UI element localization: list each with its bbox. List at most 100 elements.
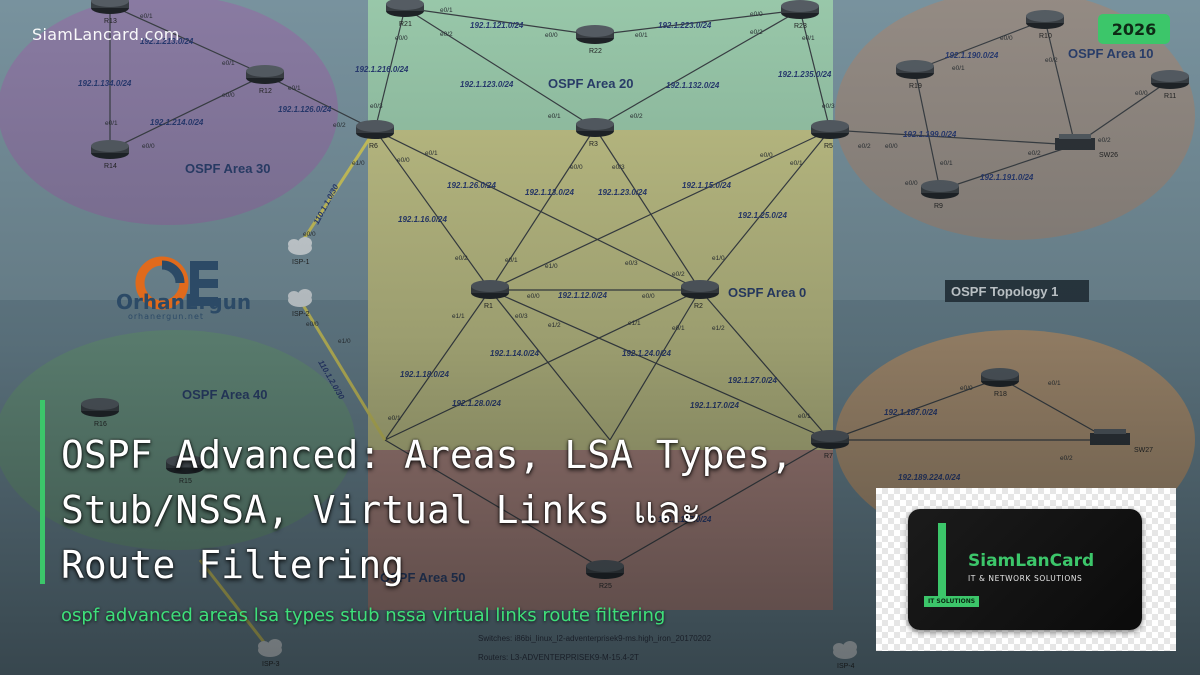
interface-label: e0/0 <box>885 143 898 150</box>
subnet-label: 192.1.16.0/24 <box>398 215 447 224</box>
interface-label: e1/0 <box>545 263 558 270</box>
interface-label: e0/0 <box>395 35 408 42</box>
interface-label: e1/0 <box>712 255 725 262</box>
subnet-label: 192.1.199.0/24 <box>903 130 957 139</box>
subnet-label: 192.1.190.0/24 <box>945 51 999 60</box>
router-icon-top <box>576 118 614 130</box>
cloud-label: ISP-4 <box>837 663 855 670</box>
interface-label: e0/0 <box>1135 90 1148 97</box>
router-icon-top <box>356 120 394 132</box>
interface-label: e0/0 <box>142 143 155 150</box>
switch-image-note: Switches: i86bi_linux_l2-adventerprisek9… <box>478 634 712 643</box>
subnet-label: 192.1.27.0/24 <box>728 376 777 385</box>
interface-label: e0/2 <box>750 29 763 36</box>
router-icon-top <box>896 60 934 72</box>
cloud-icon-puff <box>298 237 312 249</box>
cloud-icon-puff <box>843 641 857 653</box>
cloud-isp-2: ISP-2 <box>288 289 312 318</box>
subnet-label: 192.1.123.0/24 <box>460 80 514 89</box>
topology-label: OSPF Topology 1 <box>951 284 1058 299</box>
cloud-isp-3: ISP-3 <box>258 639 282 668</box>
router-icon-top <box>81 398 119 410</box>
logo-e-top <box>190 261 218 270</box>
subnet-label: 192.1.24.0/24 <box>622 349 671 358</box>
subnet-label: 192.1.15.0/24 <box>682 181 731 190</box>
subnet-label: 192.1.25.0/24 <box>738 211 787 220</box>
cloud-icon-puff <box>298 289 312 301</box>
subnet-label: 192.1.26.0/24 <box>447 181 496 190</box>
interface-label: e0/0 <box>960 385 973 392</box>
subnet-label: 192.1.12.0/24 <box>558 291 607 300</box>
router-label: R19 <box>909 83 922 90</box>
card-tagline: IT & NETWORK SOLUTIONS <box>968 574 1083 583</box>
interface-label: e1/1 <box>628 320 641 327</box>
cloud-label: ISP-2 <box>292 311 310 318</box>
router-label: R11 <box>1164 93 1176 100</box>
interface-label: e0/1 <box>548 113 561 120</box>
interface-label: e0/3 <box>370 103 383 110</box>
router-icon-top <box>1026 10 1064 22</box>
subnet-label: 192.1.132.0/24 <box>666 81 720 90</box>
cloud-isp-4: ISP-4 <box>833 641 857 670</box>
card-accent-bar <box>938 523 946 601</box>
subnet-label: 192.1.23.0/24 <box>598 188 647 197</box>
router-label: R14 <box>104 163 117 170</box>
switch-icon <box>1090 433 1130 445</box>
subnet-label: 192.1.14.0/24 <box>490 349 539 358</box>
interface-label: e0/1 <box>952 65 965 72</box>
orhan-ergun-wordmark: OrhanErgun <box>116 290 252 314</box>
router-icon-top <box>921 180 959 192</box>
area20-region <box>368 0 833 130</box>
router-label: R3 <box>589 141 598 148</box>
interface-label: e0/2 <box>630 113 643 120</box>
interface-label: e0/1 <box>790 160 803 167</box>
router-icon-top <box>471 280 509 292</box>
orhan-ergun-logo <box>135 256 218 310</box>
interface-label: e0/2 <box>455 255 468 262</box>
subnet-label: 192.1.18.0/24 <box>400 370 449 379</box>
interface-label: e0/1 <box>802 35 815 42</box>
router-icon-top <box>681 280 719 292</box>
logo-o-accent <box>161 260 185 284</box>
interface-label: e0/2 <box>858 143 871 150</box>
cloud-label: ISP-3 <box>262 661 280 668</box>
router-icon-top <box>1151 70 1189 82</box>
subnet-label: 192.1.216.0/24 <box>355 65 409 74</box>
year-badge: 2026 <box>1098 14 1170 44</box>
interface-label: e0/0 <box>750 11 763 18</box>
router-label: R18 <box>994 391 1007 398</box>
interface-label: e0/3 <box>822 103 835 110</box>
title-line: Stub/NSSA, Virtual Links และ <box>61 488 702 532</box>
subnet-label: 192.1.121.0/24 <box>470 21 524 30</box>
title-line: Route Filtering <box>61 543 405 587</box>
interface-label: e0/0 <box>1000 35 1013 42</box>
interface-label: e0/2 <box>1098 137 1111 144</box>
cloud-label: ISP-1 <box>292 259 310 266</box>
switch-label: SW27 <box>1134 447 1153 454</box>
subnet-label: 192.1.28.0/24 <box>452 399 501 408</box>
router-icon-top <box>781 0 819 12</box>
switch-icon-top <box>1059 134 1091 139</box>
brand-card: IT SOLUTIONS SiamLanCard IT & NETWORK SO… <box>908 509 1142 630</box>
interface-label: e0/1 <box>798 413 811 420</box>
router-label: R23 <box>794 23 807 30</box>
interface-label: e0/3 <box>625 260 638 267</box>
brand-card-frame: IT SOLUTIONS SiamLanCard IT & NETWORK SO… <box>876 488 1176 651</box>
switch-label: SW26 <box>1099 152 1118 159</box>
interface-label: e0/1 <box>105 120 118 127</box>
title-line: OSPF Advanced: Areas, LSA Types, <box>61 433 794 477</box>
interface-label: e0/1 <box>425 150 438 157</box>
interface-label: e0/2 <box>440 31 453 38</box>
router-label: R1 <box>484 303 493 310</box>
area0-label: OSPF Area 0 <box>728 285 806 300</box>
card-tag: IT SOLUTIONS <box>924 596 980 607</box>
subnet-label: 192.1.235.0/24 <box>778 70 832 79</box>
interface-label: e0/0 <box>545 32 558 39</box>
interface-label: e0/1 <box>672 325 685 332</box>
interface-label: e0/0 <box>306 321 319 328</box>
interface-label: e0/1 <box>940 160 953 167</box>
interface-label: e0/2 <box>1028 150 1041 157</box>
cloud-isp-1: ISP-1 <box>288 237 312 266</box>
router-label: R16 <box>94 421 107 428</box>
